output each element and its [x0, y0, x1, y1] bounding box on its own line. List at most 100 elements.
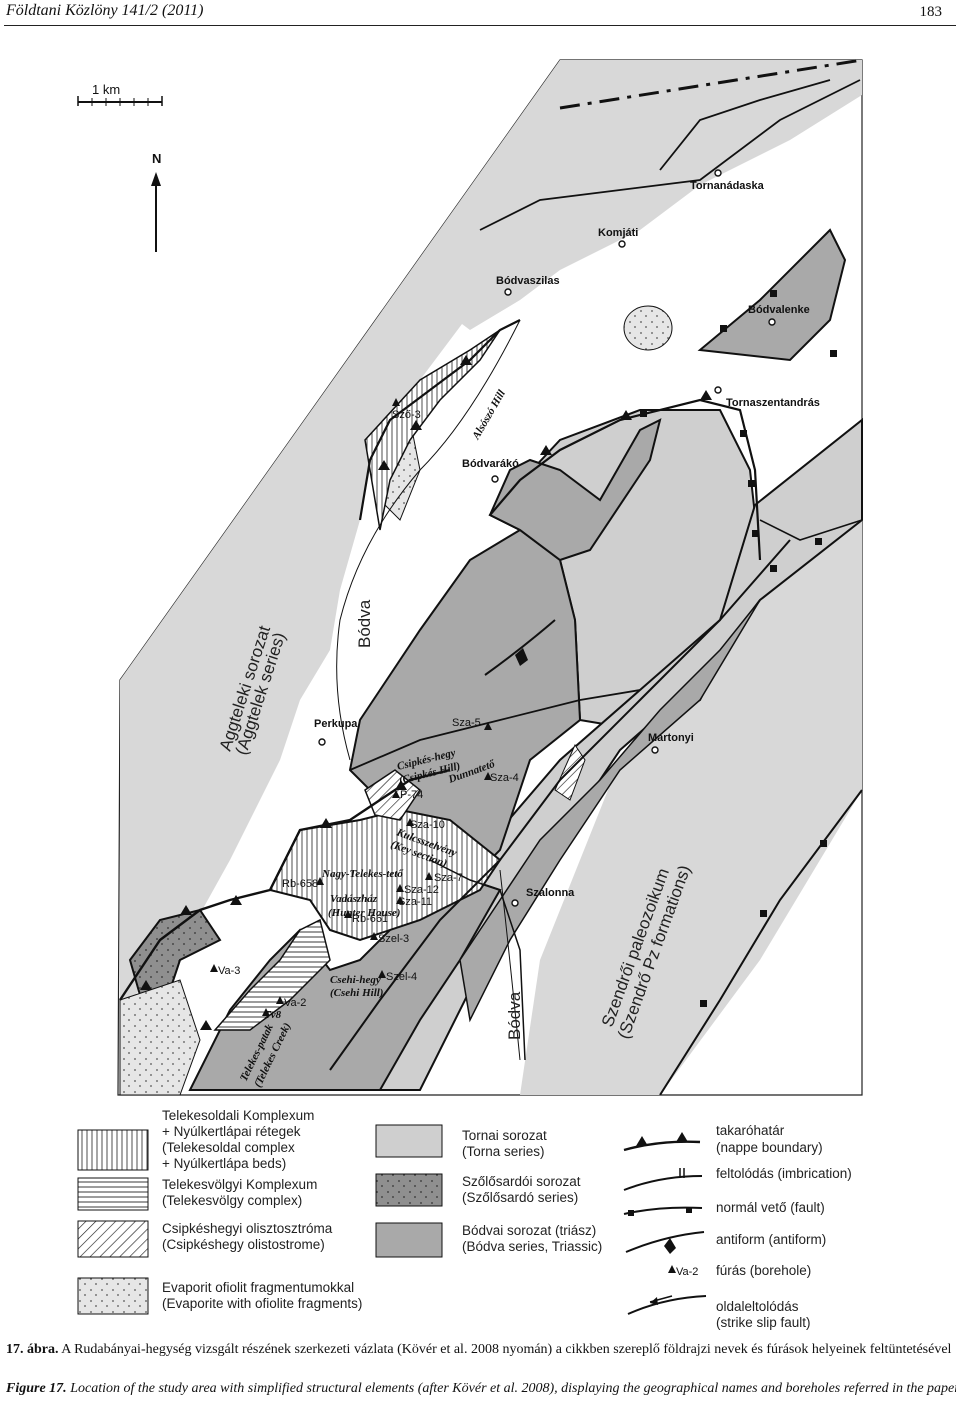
legend-unit-1-line2: + Nyúlkertlápai rétegek — [162, 1124, 301, 1139]
town-bodvarako: Bódvarákó — [462, 458, 519, 470]
legend-swatch-torna — [375, 1124, 443, 1158]
hill-nagy-telekes: Nagy-Telekes-tető — [321, 868, 404, 880]
borehole-sza12: Sza-12 — [404, 884, 439, 896]
hill-csehi-hu: Csehi-hegy — [330, 974, 381, 986]
page-number: 183 — [919, 4, 943, 20]
nappe-teeth — [140, 355, 712, 1030]
fault-internal-2 — [429, 859, 526, 1061]
borehole-va3: Va-3 — [218, 965, 240, 977]
town-perkupa: Perkupa — [314, 718, 358, 730]
scale-label: 1 km — [92, 82, 120, 97]
szendro-area — [520, 520, 862, 1095]
borehole-sza11: Sza-11 — [398, 896, 432, 908]
borehole-rb658: Rb-658 — [282, 878, 318, 890]
state-border — [559, 58, 863, 110]
legend-unit-2-line2: (Telekesvölgy complex) — [162, 1193, 302, 1208]
caption-en-label: Figure 17. — [6, 1381, 67, 1396]
legend-symbol-5: fúrás (borehole) — [716, 1263, 811, 1278]
town-tornaszentandras: Tornaszentandrás — [726, 397, 820, 409]
legend-unit-6-line2: (Szőlősardó series) — [462, 1190, 578, 1205]
legend-swatch-telekesoldal — [77, 1129, 149, 1171]
legend-symbol-antiform — [625, 1231, 705, 1254]
town-martonyi: Martonyi — [648, 732, 694, 744]
legend-symbol-imbrication — [623, 1168, 703, 1191]
header-rule — [4, 25, 956, 26]
legend-unit-5-line2: (Torna series) — [462, 1144, 545, 1159]
legend-symbol-1-line2: (nappe boundary) — [716, 1140, 823, 1155]
town-bodvaszilas: Bódvaszilas — [496, 275, 560, 287]
fault-ticks — [640, 290, 837, 1007]
antiform-symbol — [484, 619, 556, 676]
town-komjati: Komjáti — [598, 227, 638, 239]
legend-swatch-csipkeshegy — [77, 1220, 149, 1258]
legend-symbol-borehole: Va-2 — [668, 1265, 698, 1278]
telekesoldal-complex — [268, 808, 502, 942]
town-tornanadaska: Tornanádaska — [690, 180, 765, 192]
csipkeshegy-olistostrome-2 — [554, 743, 586, 801]
caption-hungarian: 17. ábra. A Rudabányai-hegység vizsgált … — [6, 1340, 956, 1359]
legend-swatch-evaporite — [77, 1277, 149, 1315]
aggtelek-area — [120, 60, 560, 1095]
legend-symbol-normal-fault — [623, 1206, 703, 1216]
borehole-sza5: Sza-5 — [452, 717, 481, 729]
legend-unit-7-line1: Bódvai sorozat (triász) — [462, 1223, 596, 1238]
town-szalonna: Szalonna — [526, 887, 575, 899]
bodva-series-north — [488, 418, 662, 562]
borehole-p74: P-74 — [400, 789, 423, 801]
legend-unit-3-line1: Csipkéshegyi olisztosztróma — [162, 1221, 333, 1236]
borehole-va2: Va-2 — [284, 997, 306, 1009]
legend-unit-1-line3: (Telekesoldal complex — [162, 1140, 295, 1155]
geologic-map: 1 km N Tornanádaska Komjáti Bódvaszilas … — [77, 58, 863, 1330]
legend-unit-4-line2: (Evaporite with ofiolite fragments) — [162, 1296, 362, 1311]
legend-unit-1-line1: Telekesoldali Komplexum — [162, 1108, 314, 1123]
strike-slip-fault — [329, 539, 791, 1071]
hill-csehi-en: (Csehi Hill) — [330, 987, 383, 999]
legend-unit-1-line4: + Nyúlkertlápa beds) — [162, 1156, 286, 1171]
town-markers — [318, 169, 776, 907]
journal-header: Földtani Közlöny 141/2 (2011) — [6, 2, 204, 19]
borehole-markers — [210, 398, 492, 1016]
borehole-sza4: Sza-4 — [490, 772, 519, 784]
legend-unit-5-line1: Tornai sorozat — [462, 1128, 547, 1143]
nappe-boundary-north — [358, 319, 521, 521]
borehole-szel4: Szel-4 — [386, 971, 417, 983]
borehole-szo3: Sző-3 — [392, 409, 421, 421]
evaporite-bodvalenke — [623, 305, 673, 351]
legend-symbol-nappe — [623, 1132, 701, 1152]
north-label: N — [152, 151, 161, 166]
legend: Telekesoldali Komplexum + Nyúlkertlápai … — [77, 1108, 852, 1330]
north-arrow: N — [151, 151, 161, 252]
legend-symbol-6-line2: (strike slip fault) — [716, 1315, 811, 1330]
legend-borehole-example: Va-2 — [676, 1266, 698, 1278]
nappe-boundary-east — [489, 398, 762, 561]
caption-en-text: Location of the study area with simplifi… — [70, 1381, 956, 1396]
imbrication-north — [479, 79, 861, 231]
bodva-river-north — [336, 319, 521, 761]
legend-unit-7-line2: (Bódva series, Triassic) — [462, 1239, 602, 1254]
telekesoldal-alsoszo — [364, 329, 501, 531]
legend-unit-4-line1: Evaporit ofiolit fragmentumokkal — [162, 1280, 354, 1295]
legend-unit-6-line1: Szőlősardói sorozat — [462, 1174, 581, 1189]
bodva-river-south — [499, 869, 521, 1061]
legend-symbol-4: antiform (antiform) — [716, 1232, 826, 1247]
borehole-tv8: Tv8 — [264, 1009, 282, 1021]
borehole-sza7: Sza-7 — [434, 872, 463, 884]
legend-swatch-telekesvolgy — [77, 1177, 149, 1211]
legend-swatch-szolosardo — [375, 1173, 443, 1207]
legend-symbol-6-line1: oldaleltolódás — [716, 1299, 799, 1314]
bodva-series-east-strip — [459, 599, 761, 1023]
scale-bar: 1 km — [77, 82, 163, 106]
borehole-szel3: Szel-3 — [378, 933, 409, 945]
town-bodvalenke: Bódvalenke — [748, 304, 810, 316]
legend-unit-2-line1: Telekesvölgyi Komplexum — [162, 1177, 317, 1192]
legend-symbol-3: normál vető (fault) — [716, 1200, 825, 1215]
fault-internal-1 — [349, 689, 641, 771]
legend-symbol-2: feltolódás (imbrication) — [716, 1166, 852, 1181]
legend-symbol-strike-slip — [627, 1295, 707, 1315]
caption-english: Figure 17. Location of the study area wi… — [6, 1381, 956, 1397]
caption-hu-text: A Rudabányai-hegység vizsgált részének s… — [61, 1342, 952, 1357]
caption-hu-label: 17. ábra. — [6, 1342, 59, 1357]
borehole-rb661: Rb-661 — [352, 913, 388, 925]
river-label-bodva-south: Bódva — [505, 991, 524, 1040]
normal-fault-bodva — [759, 519, 863, 541]
